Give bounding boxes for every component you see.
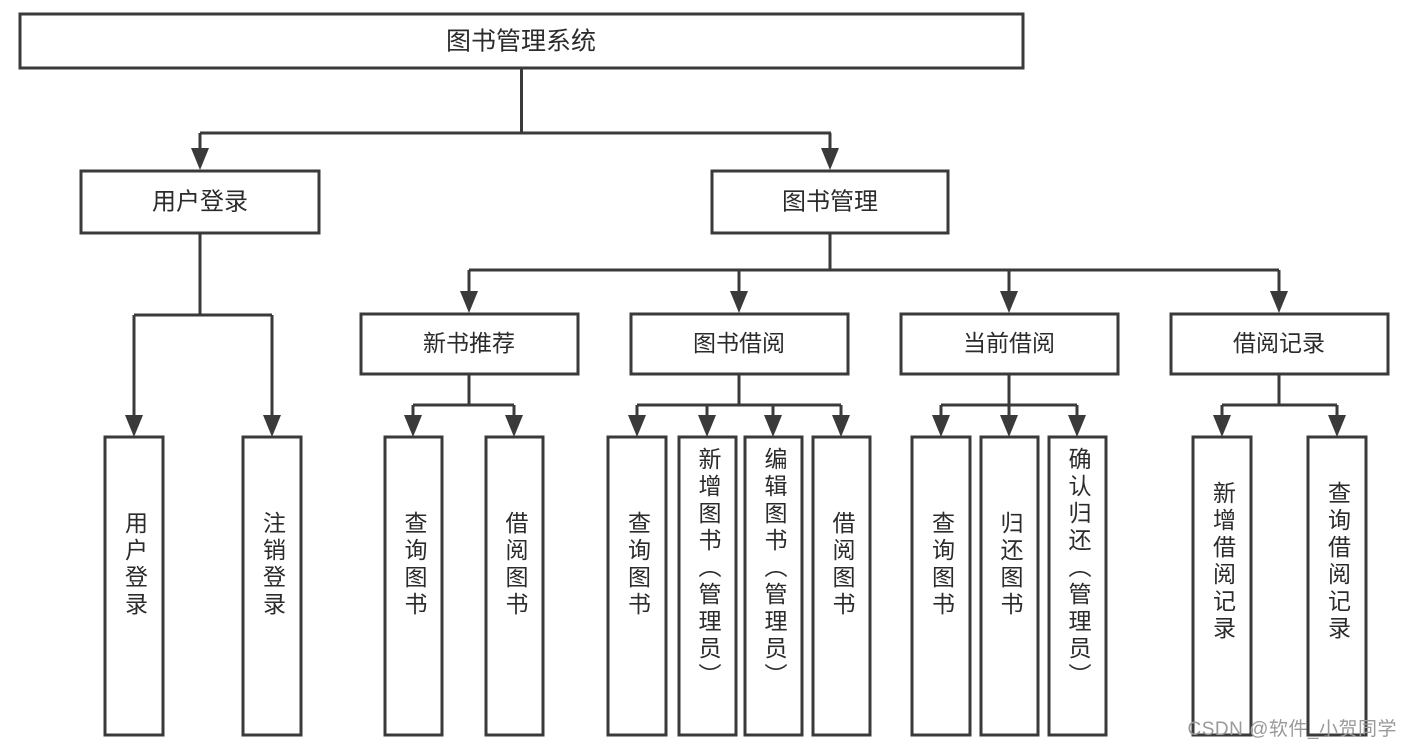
node-user-login[interactable]: 用户登录 bbox=[79, 169, 321, 235]
arrow-leaf-user-logout bbox=[263, 415, 281, 437]
arrow-leaf-confirm-return bbox=[1068, 415, 1086, 437]
new-book-recommend-box[interactable] bbox=[359, 312, 580, 376]
arrow-leaf-borrow-book-1 bbox=[505, 415, 523, 437]
borrow-record-box[interactable] bbox=[1169, 312, 1390, 376]
arrow-leaf-query-book-3 bbox=[932, 415, 950, 437]
arrow-current-borrow bbox=[1000, 291, 1018, 313]
leaf-box-query-book-2[interactable] bbox=[606, 435, 668, 737]
leaf-box-user-logout[interactable] bbox=[241, 435, 303, 737]
node-book-borrow[interactable]: 图书借阅 bbox=[629, 312, 850, 376]
leaf-box-confirm-return[interactable] bbox=[1047, 435, 1108, 737]
leaf-box-borrow-book-1[interactable] bbox=[484, 435, 545, 737]
leaf-box-query-record[interactable] bbox=[1306, 435, 1368, 737]
node-root[interactable]: 图书管理系统 bbox=[18, 12, 1025, 70]
arrow-leaf-borrow-book-2 bbox=[832, 415, 850, 437]
arrow-leaf-add-record bbox=[1213, 415, 1231, 437]
arrow-book-borrow bbox=[730, 291, 748, 313]
arrow-leaf-query-book-1 bbox=[404, 415, 422, 437]
user-login-box[interactable] bbox=[79, 169, 321, 235]
leaf-box-return-book[interactable] bbox=[979, 435, 1040, 737]
arrow-user-login bbox=[191, 148, 209, 170]
connector-layer bbox=[125, 68, 1346, 437]
user-login-label: 用户登录 bbox=[152, 188, 248, 215]
arrow-book-manage bbox=[821, 148, 839, 170]
arrow-borrow-record bbox=[1270, 291, 1288, 313]
arrow-leaf-return-book bbox=[1000, 415, 1018, 437]
root-box[interactable] bbox=[18, 12, 1025, 70]
leaf-box-add-book[interactable] bbox=[677, 435, 738, 737]
leaf-box-add-record[interactable] bbox=[1191, 435, 1253, 737]
book-borrow-box[interactable] bbox=[629, 312, 850, 376]
node-book-manage[interactable]: 图书管理 bbox=[710, 169, 950, 235]
leaf-box-query-book-3[interactable] bbox=[910, 435, 972, 737]
node-current-borrow[interactable]: 当前借阅 bbox=[899, 312, 1120, 376]
book-borrow-label: 图书借阅 bbox=[693, 330, 785, 356]
current-borrow-box[interactable] bbox=[899, 312, 1120, 376]
arrow-leaf-user-login bbox=[125, 415, 143, 437]
arrow-leaf-edit-book bbox=[764, 415, 782, 437]
new-book-recommend-label: 新书推荐 bbox=[423, 330, 515, 356]
book-manage-label: 图书管理 bbox=[782, 188, 878, 215]
leaf-box-layer bbox=[103, 435, 1368, 737]
node-new-book-recommend[interactable]: 新书推荐 bbox=[359, 312, 580, 376]
leaf-box-edit-book[interactable] bbox=[743, 435, 804, 737]
leaf-box-user-login[interactable] bbox=[103, 435, 165, 737]
node-borrow-record[interactable]: 借阅记录 bbox=[1169, 312, 1390, 376]
borrow-record-label: 借阅记录 bbox=[1233, 330, 1325, 356]
leaf-box-borrow-book-2[interactable] bbox=[811, 435, 872, 737]
arrow-leaf-add-book bbox=[698, 415, 716, 437]
leaf-box-query-book-1[interactable] bbox=[383, 435, 444, 737]
arrow-leaf-query-book-2 bbox=[628, 415, 646, 437]
current-borrow-label: 当前借阅 bbox=[963, 330, 1055, 356]
book-manage-box[interactable] bbox=[710, 169, 950, 235]
arrow-leaf-query-record bbox=[1328, 415, 1346, 437]
arrow-new-book-recommend bbox=[460, 291, 478, 313]
root-label: 图书管理系统 bbox=[446, 28, 596, 56]
